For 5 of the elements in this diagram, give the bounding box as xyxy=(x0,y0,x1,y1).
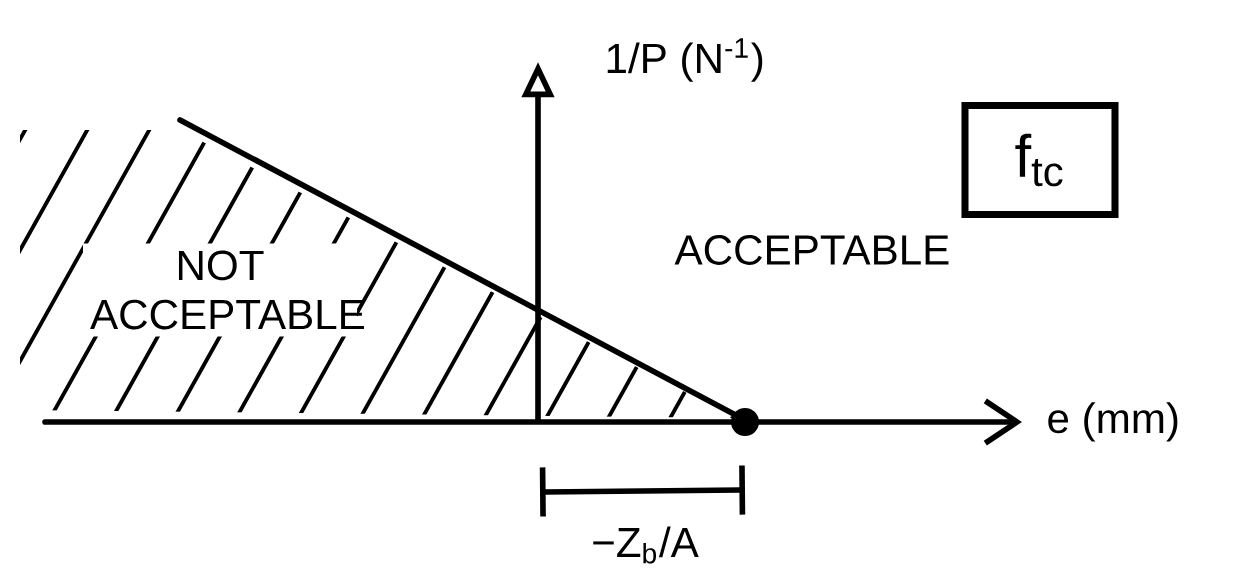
axis-label: 1/P (N$^{-1}$) xyxy=(607,38,763,82)
dimension-label: −Z$_{b}$/A xyxy=(593,526,699,564)
region-label: NOT ACCEPTABLE xyxy=(83,243,364,337)
axis-label: e (mm) xyxy=(1048,402,1178,442)
region-label: ACCEPTABLE xyxy=(674,235,949,265)
